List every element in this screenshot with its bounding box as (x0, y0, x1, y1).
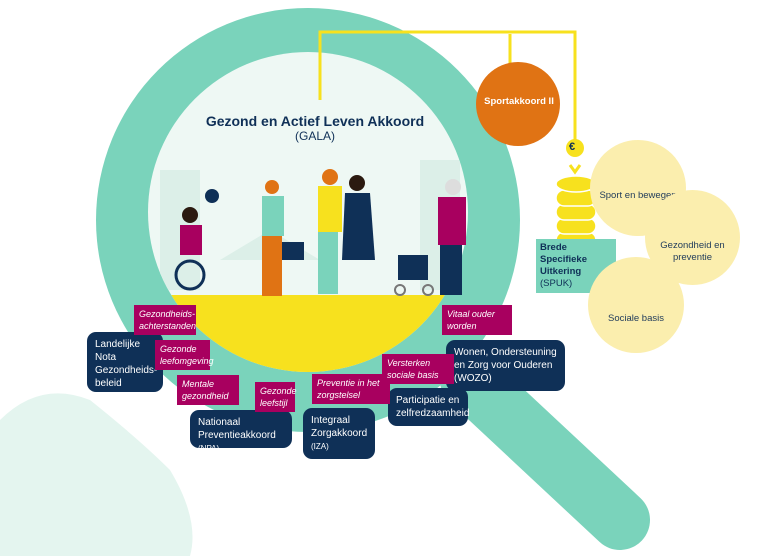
theme-label: Gezondheid en preventie (660, 240, 725, 263)
euro-coin (566, 139, 584, 157)
tag-vitaal-ouder-worden: Vitaal ouder worden (442, 305, 512, 335)
tag-gezonde-leefstijl: Gezonde leefstijl (255, 382, 297, 412)
page-title: Gezond en Actief Leven Akkoord (205, 113, 425, 129)
tag-mentale-gezondheid: Mentale gezondheid (177, 375, 239, 405)
sportakkoord-label: Sportakkoord II (484, 96, 554, 107)
agreement-label: Wonen, Ondersteuning en Zorg voor Oudere… (454, 347, 557, 384)
agreement-lng: Landelijke Nota Gezondheids-beleid (87, 332, 163, 392)
people-illustration (174, 169, 466, 296)
agreement-label: Integraal Zorgakkoord (311, 415, 368, 439)
magnifier-handle (440, 350, 650, 550)
theme-sociale-basis: Sociale basis (588, 257, 684, 353)
tag-gezonde-leefomgeving: Gezonde leefomgeving (155, 340, 214, 370)
hand-shape (0, 393, 193, 556)
theme-gezondheid: Gezondheid en preventie (645, 190, 740, 285)
agreement-abbr: (IZA) (311, 442, 329, 451)
agreement-label: Participatie en zelfredzaamheid (396, 395, 470, 419)
title-block: Gezond en Actief Leven Akkoord (GALA) (205, 113, 425, 143)
agreement-abbr: (NPA) (198, 444, 220, 453)
tag-preventie-zorgstelsel: Preventie in het zorgstelsel (312, 374, 390, 404)
spuk-abbr: (SPUK) (540, 278, 573, 289)
page-subtitle: (GALA) (294, 129, 335, 143)
sportakkoord-circle (476, 62, 560, 146)
agreement-npa: Nationaal Preventieakkoord (NPA) (190, 410, 292, 453)
spuk-name: Brede Specifieke Uitkering (540, 242, 587, 277)
spuk-box: Brede Specifieke Uitkering (SPUK) (536, 239, 616, 293)
theme-label: Sociale basis (608, 313, 664, 324)
euro-icon: € (569, 141, 576, 153)
agreement-iza: Integraal Zorgakkoord (IZA) (303, 408, 375, 459)
theme-label: Sport en bewegen (599, 190, 677, 201)
agreement-wozo: Wonen, Ondersteuning en Zorg voor Oudere… (446, 340, 565, 391)
funding-line (318, 30, 577, 140)
tag-versterken-sociale-basis: Versterken sociale basis (382, 354, 454, 384)
tag-gezondheidsachterstanden: Gezondheids-achterstanden (134, 305, 196, 335)
agreement-label: Landelijke Nota Gezondheids-beleid (95, 339, 158, 389)
agreement-participatie: Participatie en zelfredzaamheid (388, 388, 470, 426)
agreement-label: Nationaal Preventieakkoord (198, 417, 276, 441)
